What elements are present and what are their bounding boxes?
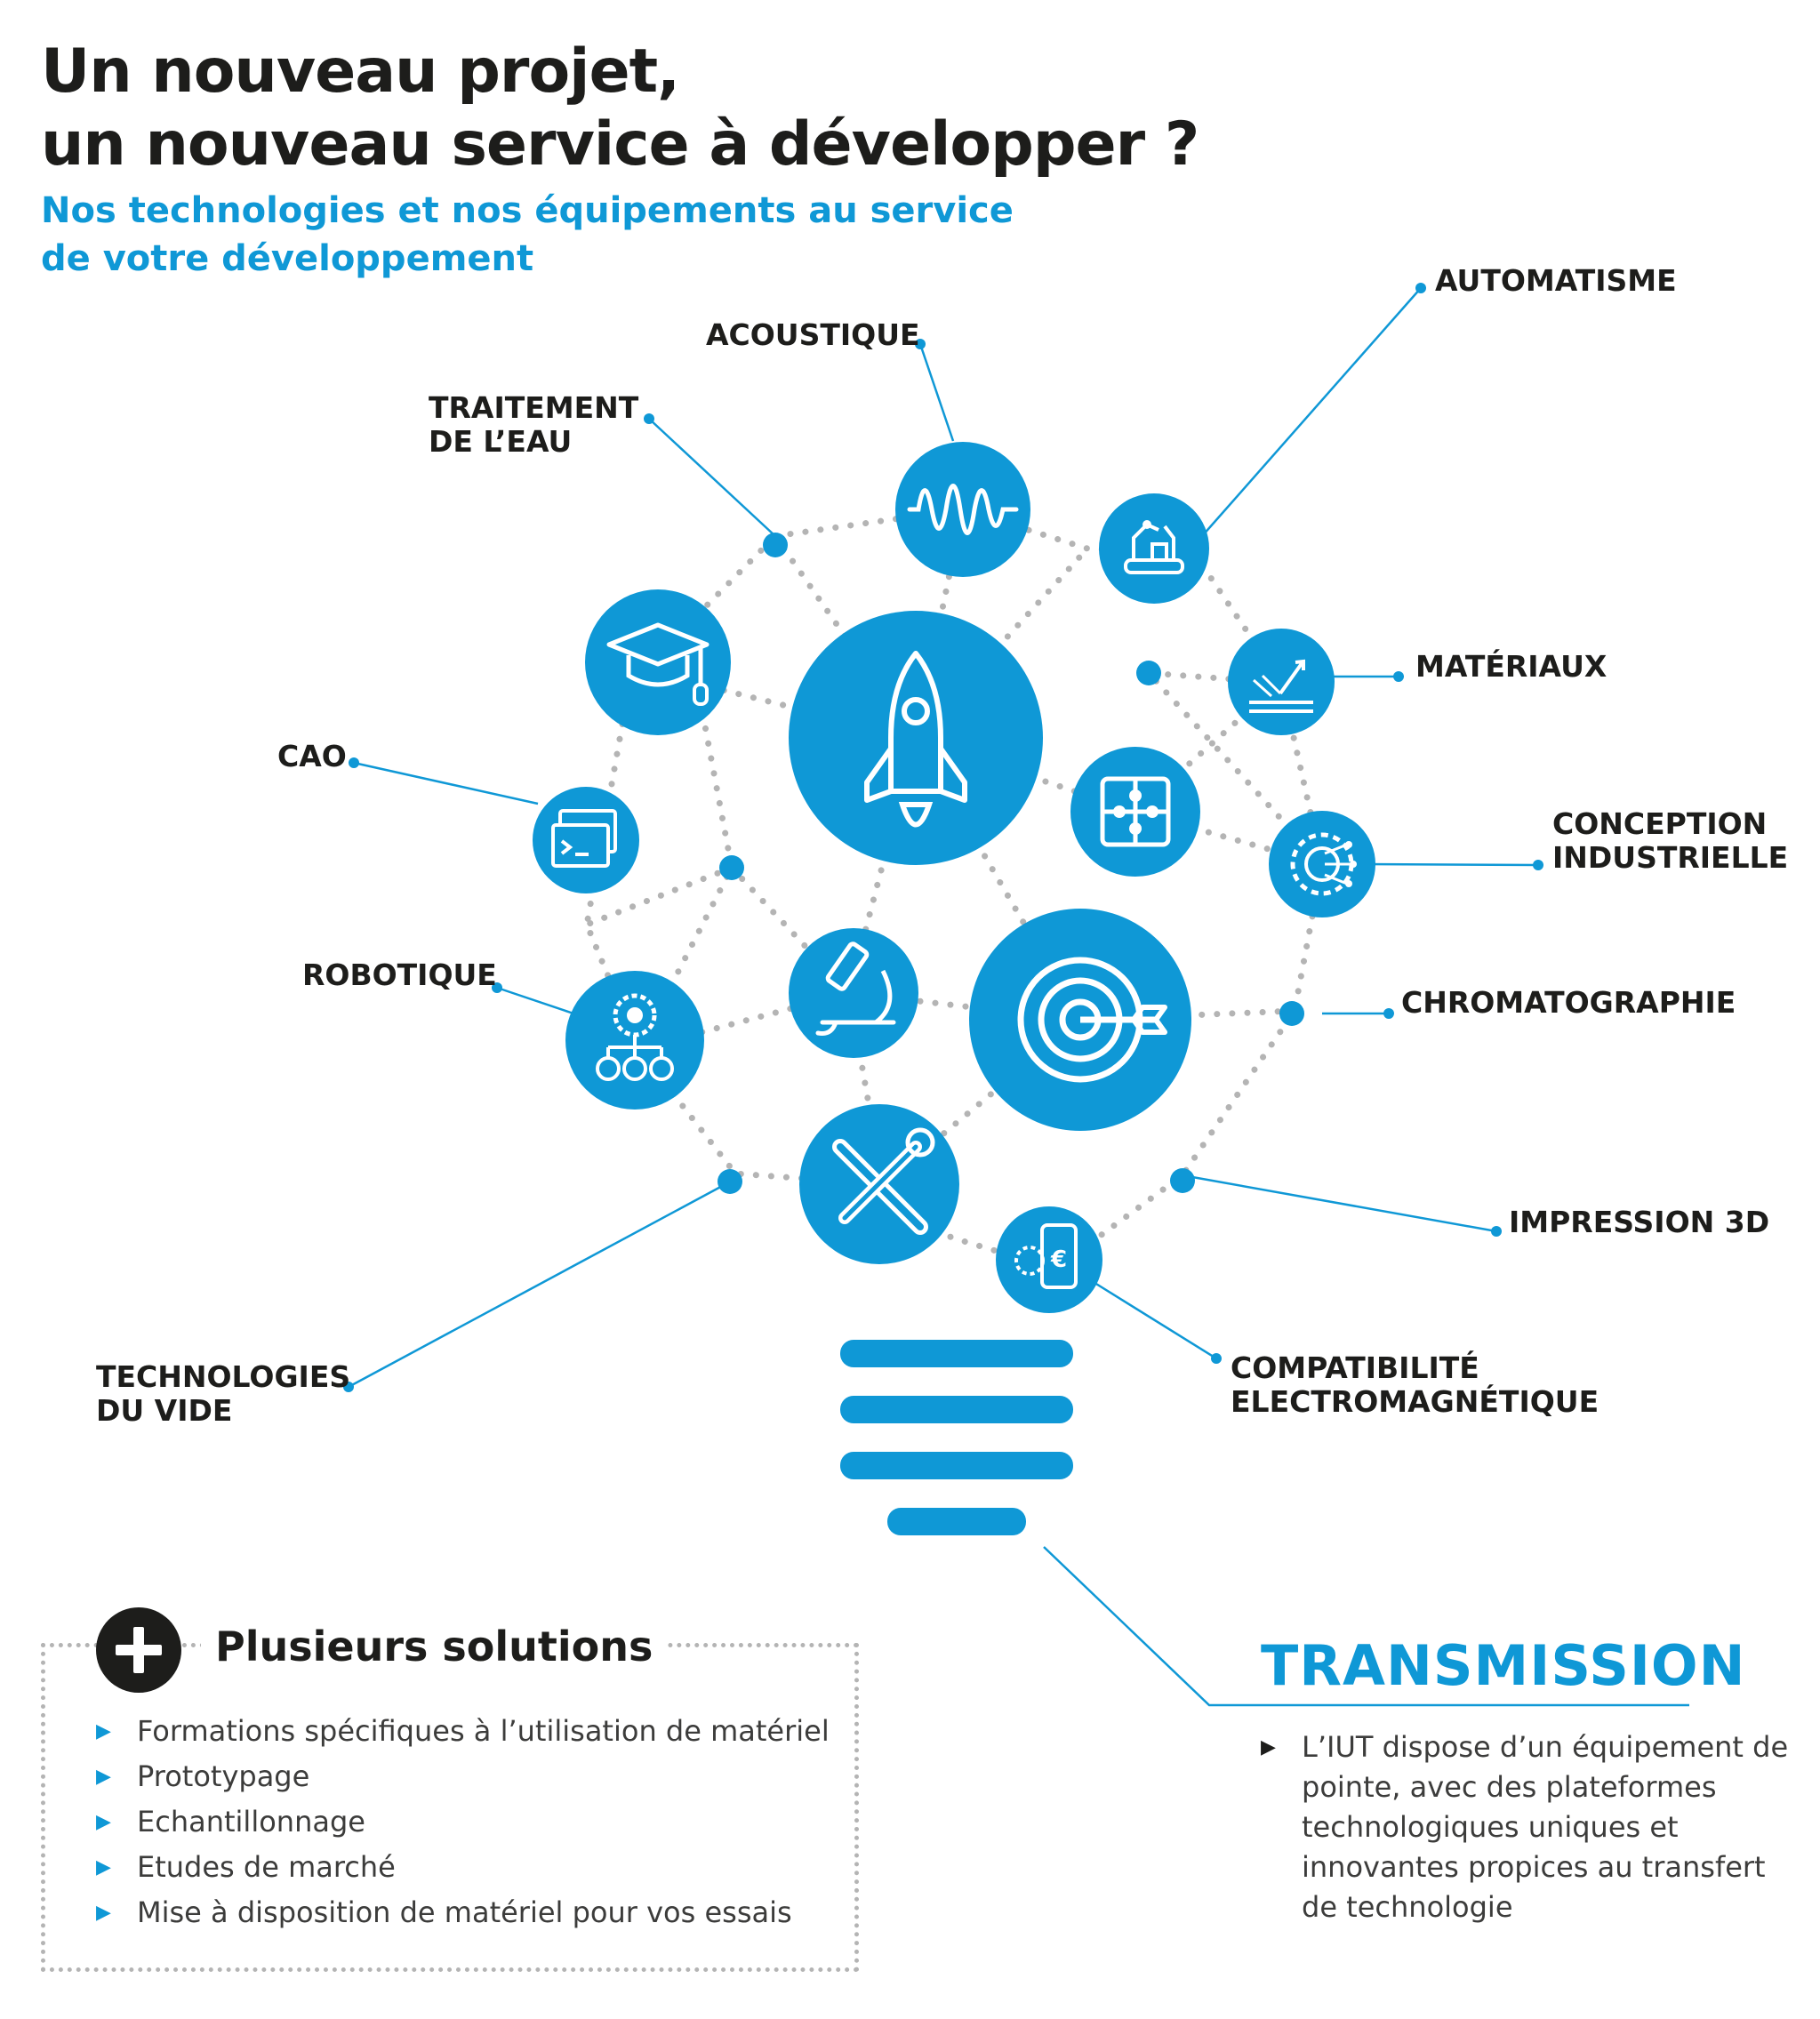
assembly-robot-icon xyxy=(1099,493,1209,604)
title-line-1: Un nouveau projet, xyxy=(41,36,680,107)
puzzle-icon xyxy=(1070,747,1200,877)
page-subtitle: Nos technologies et nos équipements au s… xyxy=(41,187,1014,283)
label-conception-line-2: INDUSTRIELLE xyxy=(1552,840,1789,875)
junction-dots xyxy=(718,533,1304,1194)
list-item: ▶Etudes de marché xyxy=(96,1845,830,1890)
label-chromatographie: CHROMATOGRAPHIE xyxy=(1401,985,1736,1020)
label-vide-line-1: TECHNOLOGIES xyxy=(96,1359,351,1394)
bulb-base xyxy=(840,1340,1073,1535)
list-item: ▶Prototypage xyxy=(96,1754,830,1799)
page-title: Un nouveau projet, un nouveau service à … xyxy=(41,36,1199,181)
solutions-title: Plusieurs solutions xyxy=(201,1620,668,1673)
title-line-2: un nouveau service à développer ? xyxy=(41,109,1199,180)
transmission-title: TRANSMISSION xyxy=(1261,1633,1746,1698)
material-surface-icon xyxy=(1228,629,1335,735)
rocket-icon xyxy=(789,611,1043,865)
triangle-bullet-icon: ▶ xyxy=(96,1720,111,1743)
list-item: ▶Mise à disposition de matériel pour vos… xyxy=(96,1890,830,1935)
transmission-list: ▶L’IUT dispose d’un équipement de pointe… xyxy=(1261,1727,1800,1927)
label-cao: CAO xyxy=(277,739,347,773)
gear-circuit-icon xyxy=(1269,811,1375,917)
list-item: ▶Echantillonnage xyxy=(96,1799,830,1845)
label-acoustique: ACOUSTIQUE xyxy=(706,317,920,352)
triangle-bullet-icon: ▶ xyxy=(96,1766,111,1788)
triangle-bullet-icon: ▶ xyxy=(96,1811,111,1833)
label-cem-line-1: COMPATIBILITÉ xyxy=(1231,1350,1479,1385)
label-traitement-eau: TRAITEMENT DE L’EAU xyxy=(429,391,638,459)
label-cem-line-2: ELECTROMAGNÉTIQUE xyxy=(1231,1384,1600,1419)
microscope-icon xyxy=(789,928,918,1058)
triangle-bullet-icon: ▶ xyxy=(96,1856,111,1879)
subtitle-line-2: de votre développement xyxy=(41,238,534,279)
sound-wave-icon xyxy=(895,442,1030,577)
label-traitement-line-2: DE L’EAU xyxy=(429,424,573,459)
solutions-list: ▶Formations spécifiques à l’utilisation … xyxy=(96,1709,830,1935)
phone-euro-icon: € xyxy=(996,1206,1102,1313)
leader-lines xyxy=(348,287,1689,1707)
software-window-icon xyxy=(533,787,639,893)
label-conception-industrielle: CONCEPTION INDUSTRIELLE xyxy=(1552,807,1788,875)
process-flow-icon xyxy=(565,971,704,1110)
label-conception-line-1: CONCEPTION xyxy=(1552,806,1768,841)
label-traitement-line-1: TRAITEMENT xyxy=(429,390,639,425)
list-item: ▶L’IUT dispose d’un équipement de pointe… xyxy=(1261,1727,1800,1927)
label-compatibilite-electromagnetique: COMPATIBILITÉ ELECTROMAGNÉTIQUE xyxy=(1231,1351,1599,1419)
tools-icon xyxy=(799,1104,959,1264)
label-vide-line-2: DU VIDE xyxy=(96,1393,233,1428)
label-robotique: ROBOTIQUE xyxy=(302,957,497,992)
list-item: ▶Formations spécifiques à l’utilisation … xyxy=(96,1709,830,1754)
label-impression-3d: IMPRESSION 3D xyxy=(1509,1205,1770,1239)
leader-end-dots xyxy=(343,283,1543,1392)
triangle-bullet-icon: ▶ xyxy=(1261,1736,1276,1759)
svg-text:€: € xyxy=(1050,1246,1067,1273)
label-automatisme: AUTOMATISME xyxy=(1435,263,1677,298)
label-materiaux: MATÉRIAUX xyxy=(1415,649,1608,684)
subtitle-line-1: Nos technologies et nos équipements au s… xyxy=(41,190,1014,231)
plus-icon xyxy=(96,1607,181,1693)
graduation-cap-icon xyxy=(585,589,731,735)
label-technologies-vide: TECHNOLOGIES DU VIDE xyxy=(96,1360,350,1428)
target-icon xyxy=(969,909,1191,1131)
triangle-bullet-icon: ▶ xyxy=(96,1902,111,1924)
